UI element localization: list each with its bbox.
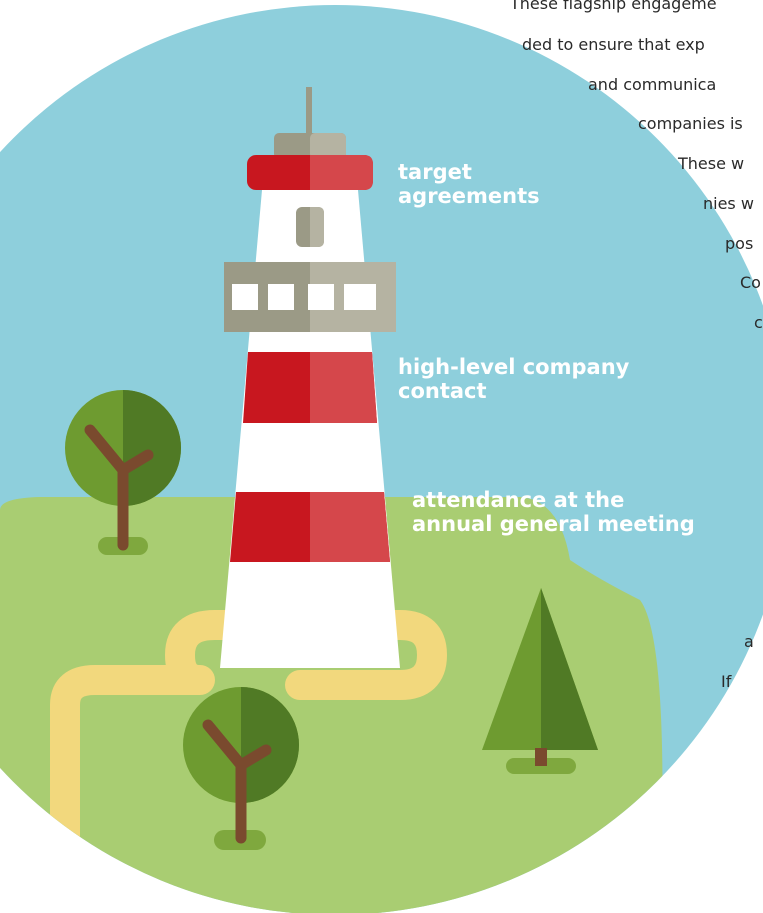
body-text-line: These flagship engageme (510, 0, 717, 13)
body-text-line: If (721, 672, 732, 691)
label-line: agreements (398, 184, 540, 208)
label-line: contact (398, 379, 487, 403)
deciduous-tree-icon (183, 687, 299, 850)
body-text-line: nies w (703, 194, 754, 213)
yellow-path (50, 610, 447, 913)
body-text-line: pos (725, 234, 754, 253)
body-text-line: c (754, 313, 763, 332)
body-text-line: a (744, 632, 754, 651)
body-text-line: These w (678, 154, 745, 173)
grass-hill (0, 497, 663, 913)
label-target-agreements: target agreements (398, 160, 540, 208)
label-line: high-level company (398, 355, 630, 379)
lighthouse-antenna (306, 87, 312, 137)
pine-tree-icon (482, 588, 598, 774)
label-agm-attendance: attendance at the annual general meeting (412, 488, 695, 536)
body-text-line: ded to ensure that exp (522, 35, 705, 54)
body-text-line: Co (740, 273, 761, 292)
body-text-line: and communica (588, 75, 717, 94)
deciduous-tree-icon (65, 390, 181, 555)
label-line: attendance at the (412, 488, 625, 512)
label-high-level-company-contact: high-level company contact (398, 355, 629, 403)
body-text-line: companies is (638, 114, 743, 133)
label-line: target (398, 160, 472, 184)
label-line: annual general meeting (412, 512, 695, 536)
